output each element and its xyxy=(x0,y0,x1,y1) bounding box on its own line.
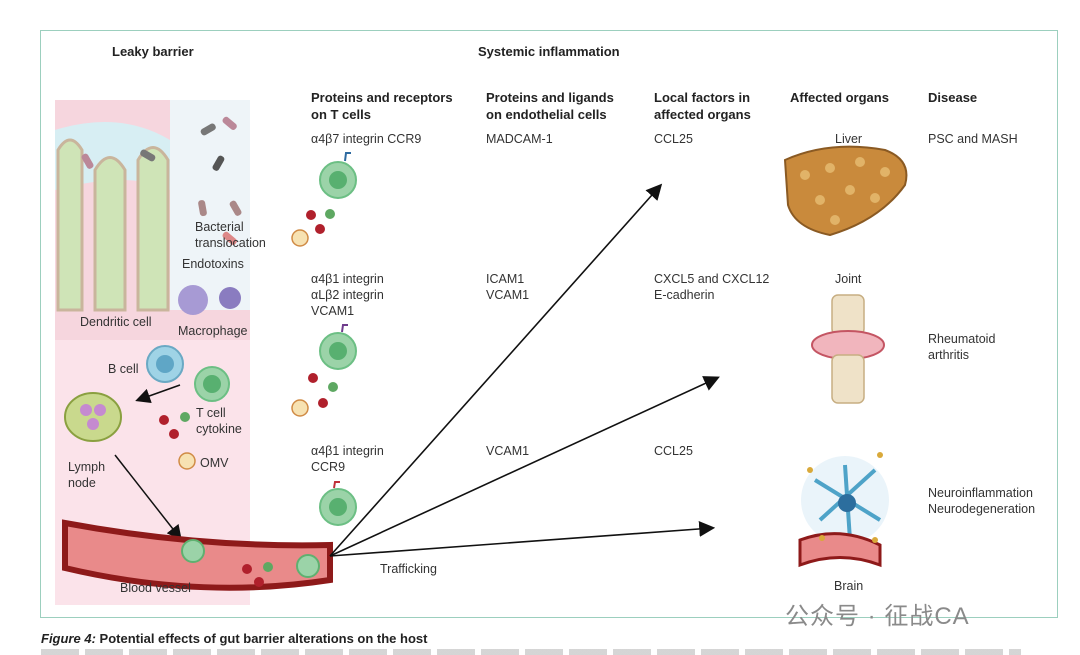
label-blood-vessel: Blood vessel xyxy=(120,581,191,595)
label-t-cell-cytokine: T cell cytokine xyxy=(196,406,242,436)
label-endotoxins: Endotoxins xyxy=(182,257,244,271)
row1-tcell-proteins: α4β7 integrin CCR9 xyxy=(311,132,422,146)
row2-organ: Joint xyxy=(835,272,862,286)
t-cell-row2 xyxy=(291,324,357,417)
header-systemic-inflammation: Systemic inflammation xyxy=(478,44,620,59)
caption-title: Potential effects of gut barrier alterat… xyxy=(99,631,428,646)
label-macrophage: Macrophage xyxy=(178,324,248,338)
cytokines xyxy=(159,412,190,439)
lymph-node-shape xyxy=(64,392,122,442)
header-leaky-barrier: Leaky barrier xyxy=(112,44,194,59)
label-lymph-node: Lymph node xyxy=(68,460,106,490)
joint-illustration xyxy=(811,294,885,404)
row3-local-factors: CCL25 xyxy=(654,444,693,458)
label-omv: OMV xyxy=(200,456,229,470)
header-proteins-receptors: Proteins and receptors on T cells xyxy=(311,90,453,122)
caption-body-cutoff xyxy=(41,649,1021,655)
caption-figure-number: Figure 4: xyxy=(41,631,96,646)
row3-organ: Brain xyxy=(834,579,864,593)
arrow-to-brain xyxy=(329,520,716,557)
arrow-to-vessel xyxy=(114,454,182,541)
label-bacterial-translocation: Bacterial translocation xyxy=(195,220,266,250)
row1-disease: PSC and MASH xyxy=(928,132,1018,146)
row1-organ: Liver xyxy=(835,132,863,146)
label-b-cell: B cell xyxy=(108,362,139,376)
arrow-to-lymph-node xyxy=(135,384,181,404)
label-trafficking: Trafficking xyxy=(380,562,437,576)
header-proteins-ligands: Proteins and ligands on endothelial cell… xyxy=(486,90,614,122)
macrophage-shape xyxy=(178,285,241,315)
row3-endothelial: VCAM1 xyxy=(486,444,530,458)
arrow-to-liver xyxy=(329,183,663,557)
omv-shape xyxy=(178,452,196,470)
header-affected-organs: Affected organs xyxy=(790,90,889,105)
row1-endothelial: MADCAM-1 xyxy=(486,132,553,146)
row2-tcell-proteins: α4β1 integrin αLβ2 integrin VCAM1 xyxy=(311,272,384,318)
figure-frame xyxy=(40,30,1058,618)
row1-local-factors: CCL25 xyxy=(654,132,693,146)
t-cell-row1 xyxy=(291,152,357,247)
figure-caption: Figure 4: Potential effects of gut barri… xyxy=(41,631,427,646)
watermark: 公众号 · 征战CA xyxy=(785,603,970,630)
header-disease: Disease xyxy=(928,90,978,105)
t-cell-row3 xyxy=(319,481,357,526)
villi xyxy=(56,138,170,312)
row3-tcell-proteins: α4β1 integrin CCR9 xyxy=(311,444,384,474)
label-dendritic-cell: Dendritic cell xyxy=(80,315,152,329)
arrow-to-joint xyxy=(329,376,720,557)
row2-endothelial: ICAM1 VCAM1 xyxy=(486,272,530,302)
row2-local-factors: CXCL5 and CXCL12 E-cadherin xyxy=(654,272,770,302)
brain-illustration xyxy=(798,452,889,568)
bacteria xyxy=(81,116,242,245)
row2-disease: Rheumatoid arthritis xyxy=(928,332,996,362)
row3-disease: Neuroinflammation Neurodegeneration xyxy=(928,486,1036,516)
header-local-factors: Local factors in affected organs xyxy=(654,90,751,122)
